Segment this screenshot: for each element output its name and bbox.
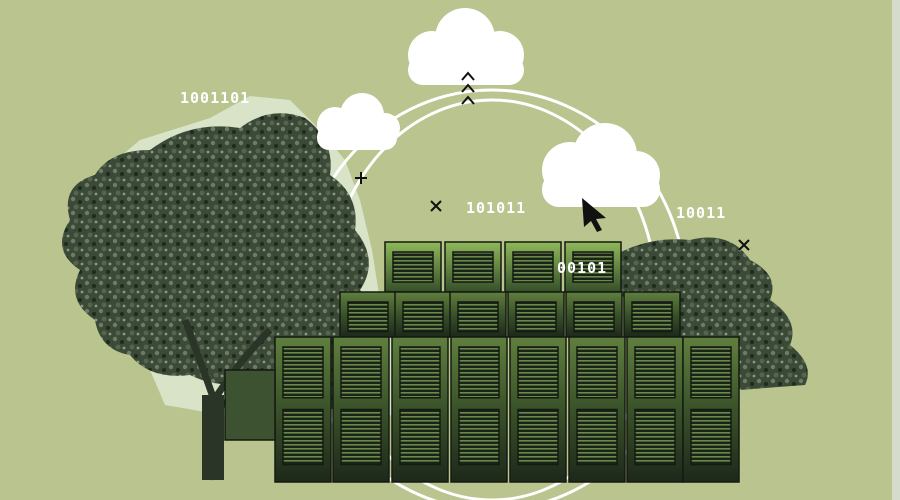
server-racks <box>224 241 740 483</box>
server-vent <box>340 346 382 399</box>
server-vent <box>392 251 434 283</box>
cross-icon <box>430 200 442 212</box>
server-vent <box>634 346 676 399</box>
up-arrows-icon <box>461 71 475 105</box>
server-vent <box>517 408 559 466</box>
server-vent <box>631 313 673 333</box>
binary-label: 10011 <box>676 204 727 222</box>
server-vent <box>517 346 559 399</box>
server-vent <box>282 346 324 399</box>
server-vent <box>282 408 324 466</box>
server-vent <box>512 251 554 283</box>
cross-icon <box>738 239 750 251</box>
server-unit <box>224 369 276 441</box>
cloud-icon <box>542 123 660 207</box>
plus-icon <box>355 172 367 184</box>
binary-label: 00101 <box>557 259 608 277</box>
server-vent <box>402 313 444 333</box>
server-vent <box>399 346 441 399</box>
server-vent <box>576 408 618 466</box>
left-tree <box>62 113 385 481</box>
server-vent <box>340 408 382 466</box>
server-vent <box>572 251 614 283</box>
right-tree <box>600 237 808 390</box>
server-vent <box>347 313 389 333</box>
cloud-icon <box>408 8 524 85</box>
server-vent <box>690 346 732 399</box>
cloud-icon <box>317 93 400 150</box>
mouse-cursor-icon <box>582 198 606 232</box>
server-vent <box>458 346 500 399</box>
binary-label: 1001101 <box>180 89 251 107</box>
server-vent <box>458 408 500 466</box>
server-vent <box>457 313 499 333</box>
server-vent <box>576 346 618 399</box>
server-vent <box>399 408 441 466</box>
right-edge-strip <box>892 0 900 500</box>
server-vent <box>452 251 494 283</box>
binary-label: 101011 <box>466 199 527 217</box>
server-vent <box>690 408 732 466</box>
server-vent <box>515 313 557 333</box>
server-vent <box>634 408 676 466</box>
server-vent <box>573 313 615 333</box>
